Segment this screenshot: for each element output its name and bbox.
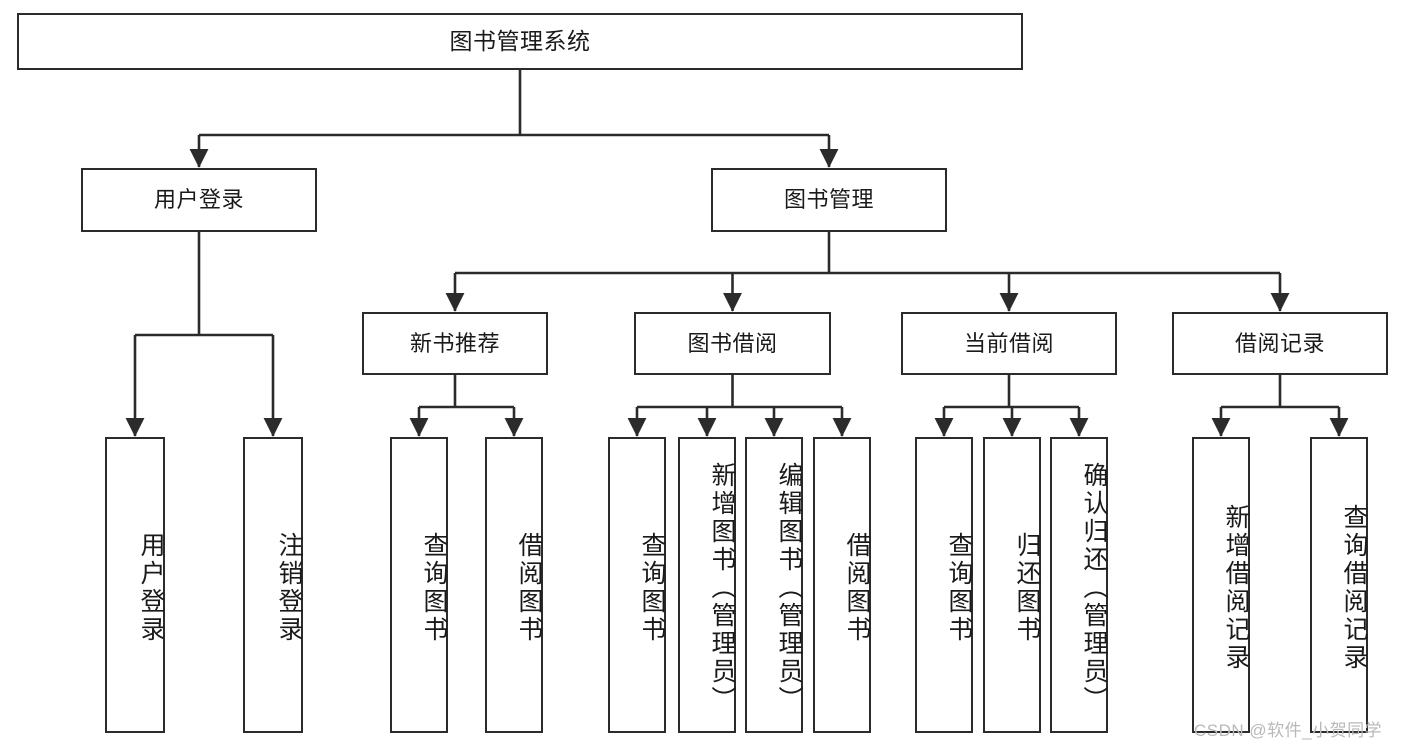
node-leaf-user-login: 用户登录 bbox=[105, 437, 165, 733]
node-label: 图书管理 bbox=[783, 187, 874, 213]
node-label: 借阅图书 bbox=[843, 532, 871, 644]
node-label: 图书管理系统 bbox=[449, 28, 591, 55]
node-user-login: 用户登录 bbox=[81, 168, 317, 232]
node-label: 借阅图书 bbox=[515, 532, 543, 644]
node-leaf-query-book-2: 查询图书 bbox=[608, 437, 666, 733]
node-root-root: 图书管理系统 bbox=[17, 13, 1023, 70]
node-label: 确认归还（管理员） bbox=[1080, 462, 1108, 714]
node-leaf-user-logout: 注销登录 bbox=[243, 437, 303, 733]
watermark-label: CSDN @软件_小贺同学 bbox=[1194, 721, 1383, 740]
node-label: 注销登录 bbox=[275, 532, 303, 644]
node-label: 新增图书（管理员） bbox=[708, 462, 736, 714]
node-new-book-rec: 新书推荐 bbox=[362, 312, 548, 375]
node-current-borrow: 当前借阅 bbox=[901, 312, 1117, 375]
node-leaf-confirm-return: 确认归还（管理员） bbox=[1050, 437, 1108, 733]
node-leaf-query-book-1: 查询图书 bbox=[390, 437, 448, 733]
node-label: 查询图书 bbox=[638, 532, 666, 644]
node-leaf-edit-book: 编辑图书（管理员） bbox=[745, 437, 803, 733]
node-label: 查询图书 bbox=[945, 532, 973, 644]
node-label: 新书推荐 bbox=[409, 330, 500, 356]
node-leaf-return-book: 归还图书 bbox=[983, 437, 1041, 733]
node-leaf-add-record: 新增借阅记录 bbox=[1192, 437, 1250, 733]
node-label: 图书借阅 bbox=[687, 330, 778, 356]
node-label: 用户登录 bbox=[153, 187, 244, 213]
node-label: 查询图书 bbox=[420, 532, 448, 644]
node-book-manage: 图书管理 bbox=[711, 168, 947, 232]
node-leaf-query-book-3: 查询图书 bbox=[915, 437, 973, 733]
node-label: 归还图书 bbox=[1013, 532, 1041, 644]
node-label: 新增借阅记录 bbox=[1222, 504, 1250, 672]
node-label: 查询借阅记录 bbox=[1340, 504, 1368, 672]
node-borrow-record: 借阅记录 bbox=[1172, 312, 1388, 375]
node-label: 编辑图书（管理员） bbox=[775, 462, 803, 714]
node-leaf-add-book: 新增图书（管理员） bbox=[678, 437, 736, 733]
node-label: 当前借阅 bbox=[963, 330, 1054, 356]
node-book-borrow: 图书借阅 bbox=[634, 312, 831, 375]
node-leaf-borrow-book-1: 借阅图书 bbox=[485, 437, 543, 733]
node-label: 借阅记录 bbox=[1234, 330, 1325, 356]
node-leaf-query-record: 查询借阅记录 bbox=[1310, 437, 1368, 733]
node-label: 用户登录 bbox=[137, 532, 165, 644]
node-leaf-borrow-book-2: 借阅图书 bbox=[813, 437, 871, 733]
